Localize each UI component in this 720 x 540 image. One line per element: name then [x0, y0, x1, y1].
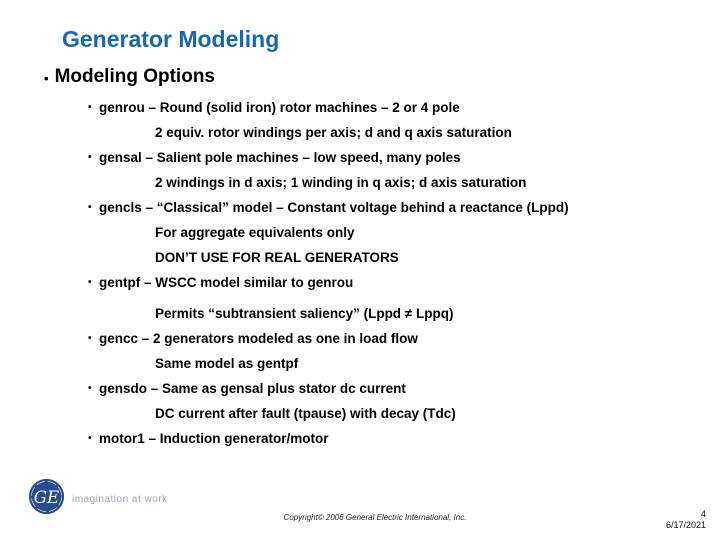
list-line-text: genrou – Round (solid iron) rotor machin… [99, 100, 460, 115]
list-line: • motor1 – Induction generator/motor [88, 426, 688, 451]
list-line-text: gencls – “Classical” model – Constant vo… [99, 200, 569, 215]
list-line: • gensal – Salient pole machines – low sp… [88, 145, 688, 170]
list-line: 2 windings in d axis; 1 winding in q axi… [88, 170, 688, 195]
bullet-icon: • [88, 102, 92, 113]
list-line: DON’T USE FOR REAL GENERATORS [88, 245, 688, 270]
bullet-icon: • [88, 202, 92, 213]
list-line: • gencls – “Classical” model – Constant v… [88, 195, 688, 220]
list-line-text: Permits “subtransient saliency” (Lppd ≠ … [155, 306, 454, 321]
list-line-text: DON’T USE FOR REAL GENERATORS [155, 250, 399, 265]
svg-text:GE: GE [34, 488, 59, 507]
bullet-icon: • [88, 433, 92, 444]
bullet-icon: • [88, 152, 92, 163]
list-line: For aggregate equivalents only [88, 220, 688, 245]
list-line-text: gencc – 2 generators modeled as one in l… [99, 331, 418, 346]
list-line-text: 2 windings in d axis; 1 winding in q axi… [155, 175, 527, 190]
options-list: • genrou – Round (solid iron) rotor machi… [88, 95, 688, 451]
list-line: • genrou – Round (solid iron) rotor machi… [88, 95, 688, 120]
list-line: Same model as gentpf [88, 351, 688, 376]
slide-date: 6/17/2021 [665, 520, 706, 530]
list-line-text: gentpf – WSCC model similar to genrou [99, 275, 354, 290]
list-line: • gentpf – WSCC model similar to genrou [88, 270, 688, 295]
ge-tagline: imagination at work [72, 493, 168, 505]
slide-title: Generator Modeling [62, 26, 280, 52]
page-number: 4 [700, 509, 706, 519]
section-bullet-item: • Modeling Options [44, 66, 215, 88]
bullet-icon: • [88, 333, 92, 344]
list-line: • gensdo – Same as gensal plus stator dc … [88, 376, 688, 401]
ge-logo-icon: GE [28, 478, 65, 520]
copyright-text: Copyright© 2006 General Electric Interna… [283, 513, 467, 522]
bullet-icon: • [44, 70, 49, 86]
bullet-icon: • [88, 277, 92, 288]
list-line: • gencc – 2 generators modeled as one in … [88, 326, 688, 351]
list-line-text: 2 equiv. rotor windings per axis; d and … [155, 125, 512, 140]
section-label: Modeling Options [54, 66, 215, 87]
ge-logo: GE imagination at work [28, 478, 168, 520]
list-line-text: DC current after fault (tpause) with dec… [155, 406, 456, 421]
list-line-text: gensal – Salient pole machines – low spe… [99, 150, 461, 165]
list-line: DC current after fault (tpause) with dec… [88, 401, 688, 426]
list-line: Permits “subtransient saliency” (Lppd ≠ … [88, 301, 688, 326]
list-line-text: gensdo – Same as gensal plus stator dc c… [99, 381, 406, 396]
list-line-text: motor1 – Induction generator/motor [99, 431, 329, 446]
list-line-text: For aggregate equivalents only [155, 225, 355, 240]
bullet-icon: • [88, 383, 92, 394]
list-line: 2 equiv. rotor windings per axis; d and … [88, 120, 688, 145]
list-line-text: Same model as gentpf [155, 356, 299, 371]
